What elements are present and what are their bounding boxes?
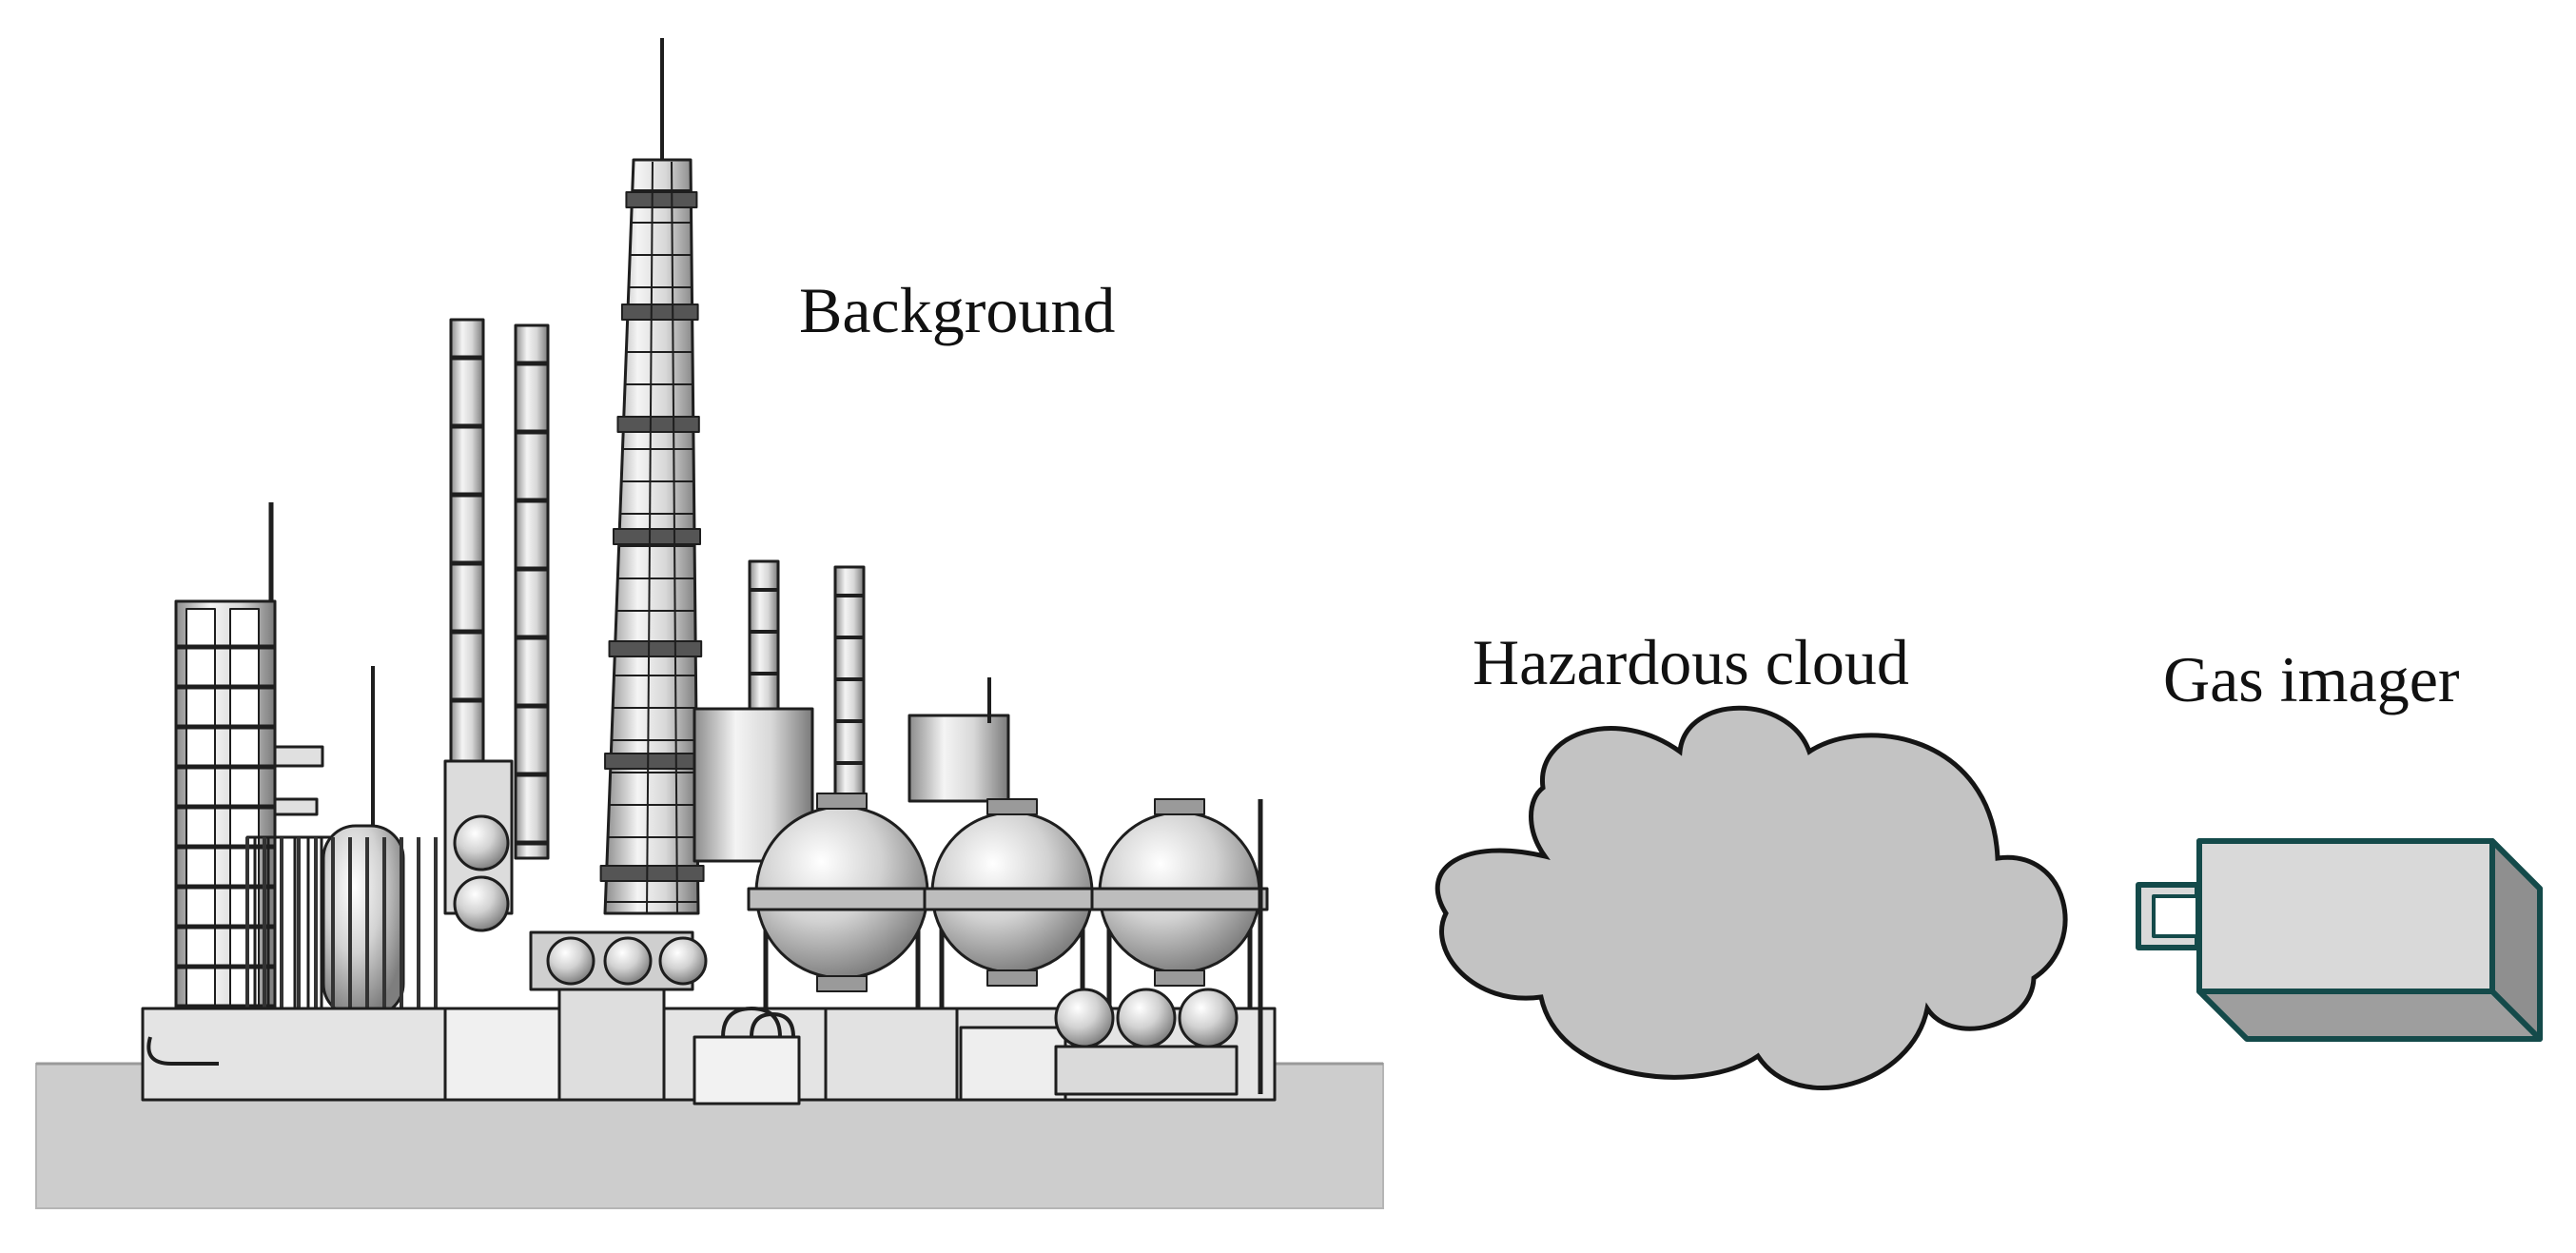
gas-imager-label: Gas imager: [2163, 643, 2460, 715]
refinery-illustration: [141, 38, 1277, 1106]
background-label: Background: [799, 274, 1116, 346]
hazardous-cloud-shape: [1434, 705, 2068, 1090]
hazardous-cloud-label: Hazardous cloud: [1473, 626, 1909, 698]
main-lattice-tower: [599, 38, 705, 915]
left-structure-tower: [174, 502, 335, 1031]
short-stacks: [693, 559, 1010, 863]
low-buildings: [141, 799, 1277, 1106]
gas-imager-device: [2136, 838, 2543, 1042]
